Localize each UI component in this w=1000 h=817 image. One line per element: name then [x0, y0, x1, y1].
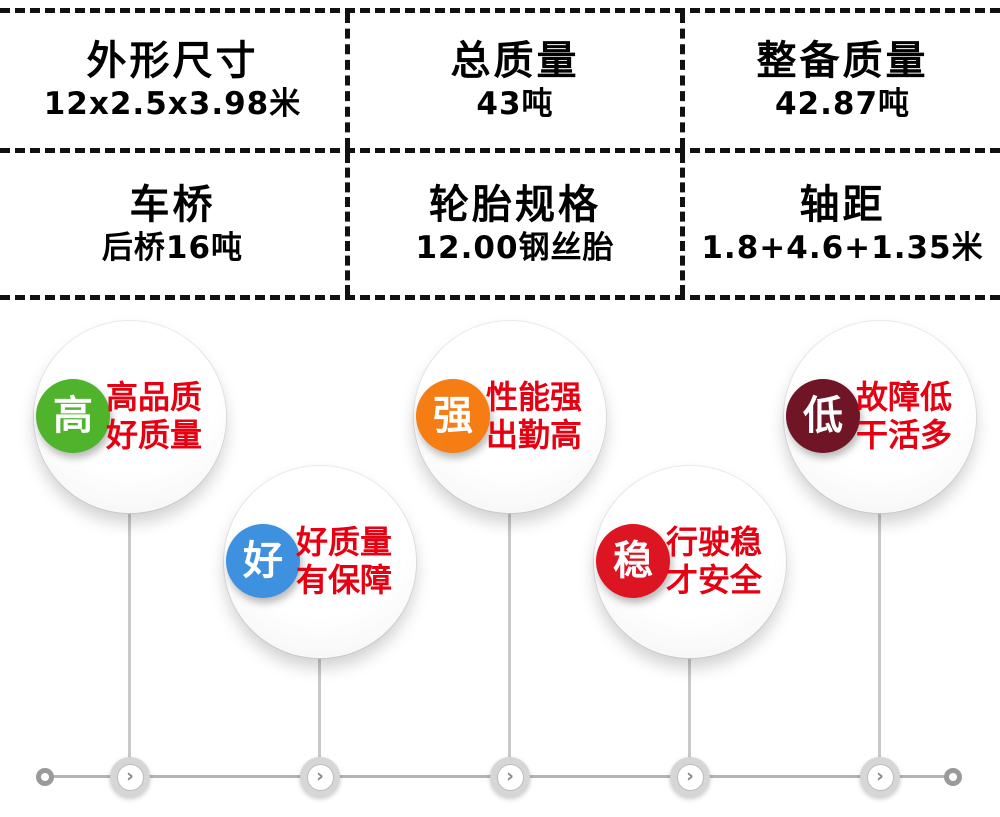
badge-low-icon: 低	[786, 379, 860, 453]
feature-line: 好质量	[296, 523, 393, 562]
spec-axle-cell: 车桥 后桥16吨	[0, 153, 345, 295]
spec-gross-weight-cell: 总质量 43吨	[345, 13, 680, 148]
feature-text: 故障低 干活多	[856, 321, 952, 513]
spec-title: 整备质量	[756, 38, 929, 84]
timeline-endpoint-icon	[944, 768, 962, 786]
chevron-right-icon: ›	[866, 763, 894, 791]
timeline-node: ›	[300, 757, 340, 797]
connector-line	[688, 562, 691, 777]
chevron-right-icon: ›	[676, 763, 704, 791]
spec-table-row: 车桥 后桥16吨 轮胎规格 12.00钢丝胎 轴距 1.8+4.6+1.35米	[0, 153, 1000, 300]
feature-line: 行驶稳	[666, 523, 763, 562]
chevron-right-icon: ›	[116, 763, 144, 791]
spec-table-row: 外形尺寸 12x2.5x3.98米 总质量 43吨 整备质量 42.87吨	[0, 13, 1000, 153]
timeline-node: ›	[110, 757, 150, 797]
spec-value: 1.8+4.6+1.35米	[701, 229, 984, 266]
badge-strong-icon: 强	[416, 379, 490, 453]
feature-line: 才安全	[666, 561, 763, 599]
badge-good-icon: 好	[226, 524, 300, 598]
spec-value: 后桥16吨	[101, 229, 244, 266]
feature-line: 干活多	[856, 416, 953, 454]
timeline-node: ›	[490, 757, 530, 797]
spec-value: 12.00钢丝胎	[415, 229, 615, 266]
timeline-node: ›	[670, 757, 710, 797]
timeline-node: ›	[860, 757, 900, 797]
spec-title: 轮胎规格	[429, 181, 601, 228]
feature-strong-performance: 强 性能强 出勤高	[414, 321, 606, 513]
spec-tire-cell: 轮胎规格 12.00钢丝胎	[345, 153, 680, 295]
feature-line: 性能强	[486, 378, 583, 417]
feature-line: 出勤高	[486, 416, 583, 454]
spec-curb-weight-cell: 整备质量 42.87吨	[680, 13, 1000, 148]
spec-dimensions-cell: 外形尺寸 12x2.5x3.98米	[0, 13, 345, 148]
feature-line: 高品质	[106, 378, 203, 417]
badge-high-icon: 高	[36, 379, 110, 453]
feature-good-quality: 好 好质量 有保障	[224, 466, 416, 658]
connector-line	[878, 417, 881, 777]
feature-high-quality: 高 高品质 好质量	[34, 321, 226, 513]
feature-line: 有保障	[296, 561, 393, 599]
badge-stable-icon: 稳	[596, 524, 670, 598]
spec-table: 外形尺寸 12x2.5x3.98米 总质量 43吨 整备质量 42.87吨 车桥…	[0, 8, 1000, 300]
spec-title: 轴距	[799, 181, 886, 228]
spec-title: 车桥	[129, 181, 216, 228]
connector-line	[508, 417, 511, 777]
spec-value: 42.87吨	[774, 86, 911, 122]
feature-stable-driving: 稳 行驶稳 才安全	[594, 466, 786, 658]
spec-title: 总质量	[450, 38, 580, 84]
spec-value: 43吨	[476, 86, 554, 122]
feature-low-failure: 低 故障低 干活多	[784, 321, 976, 513]
feature-text: 好质量 有保障	[296, 466, 392, 658]
feature-text: 性能强 出勤高	[486, 321, 582, 513]
connector-line	[318, 562, 321, 777]
feature-text: 行驶稳 才安全	[666, 466, 762, 658]
spec-value: 12x2.5x3.98米	[43, 86, 302, 122]
feature-line: 故障低	[856, 378, 953, 417]
timeline-endpoint-icon	[36, 768, 54, 786]
spec-wheelbase-cell: 轴距 1.8+4.6+1.35米	[680, 153, 1000, 295]
spec-title: 外形尺寸	[86, 38, 259, 84]
feature-line: 好质量	[106, 416, 203, 454]
chevron-right-icon: ›	[306, 763, 334, 791]
connector-line	[128, 417, 131, 777]
feature-text: 高品质 好质量	[106, 321, 202, 513]
chevron-right-icon: ›	[496, 763, 524, 791]
